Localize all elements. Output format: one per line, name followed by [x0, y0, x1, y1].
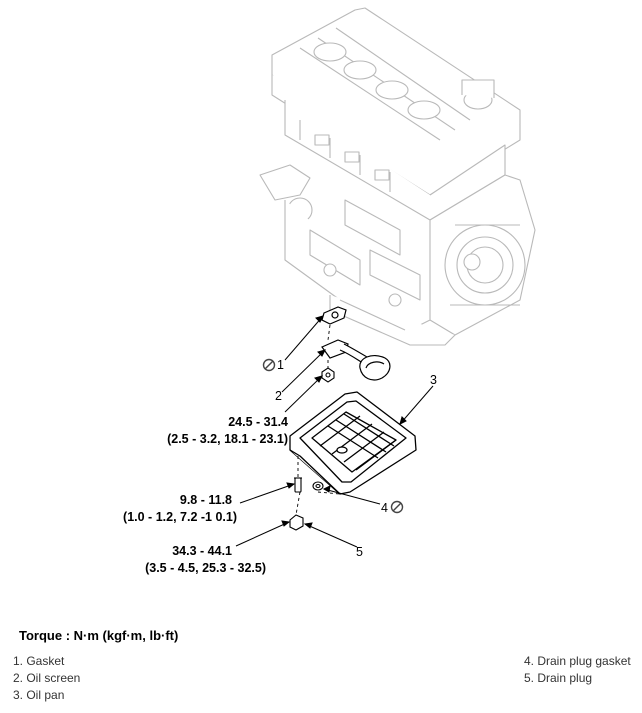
do-not-reuse-icon	[390, 500, 404, 514]
small-bolt-part	[294, 477, 302, 493]
gasket-part	[321, 306, 347, 325]
legend-item: 3. Oil pan	[13, 688, 65, 702]
engine-block-illustration	[259, 7, 536, 346]
callout-2: 2	[275, 389, 282, 403]
torque-oil-pan-line2: (2.5 - 3.2, 18.1 - 23.1)	[167, 432, 288, 446]
torque-oil-pan-line1: 24.5 - 31.4	[228, 415, 288, 429]
callout-5: 5	[356, 545, 363, 559]
legend-item: 5. Drain plug	[524, 671, 593, 685]
callout-3: 3	[430, 373, 437, 387]
do-not-reuse-icon	[262, 358, 276, 372]
legend-item: 2. Oil screen	[13, 671, 81, 685]
parts-legend-left: 1. Gasket 2. Oil screen 3. Oil pan	[13, 653, 80, 704]
leader-lines	[235, 315, 434, 548]
parts-legend-right: 4. Drain plug gasket 5. Drain plug	[524, 653, 631, 687]
callout-1: 1	[277, 358, 284, 372]
callout-4: 4	[381, 501, 388, 515]
oil-screen-part	[321, 339, 391, 381]
torque-drain-plug-line1: 34.3 - 44.1	[172, 544, 232, 558]
drain-plug-part	[289, 514, 304, 531]
legend-item: 1. Gasket	[13, 654, 65, 668]
torque-small-bolt-line1: 9.8 - 11.8	[180, 493, 232, 507]
torque-small-bolt-line2: (1.0 - 1.2, 7.2 -1 0.1)	[123, 510, 237, 524]
screen-bolt-part	[321, 367, 335, 383]
torque-drain-plug-line2: (3.5 - 4.5, 25.3 - 32.5)	[145, 561, 266, 575]
legend-item: 4. Drain plug gasket	[524, 654, 631, 668]
drain-plug-gasket-part	[312, 481, 324, 491]
assembly-dashed-lines	[295, 324, 341, 516]
torque-units-title: Torque : N·m (kgf·m, lb·ft)	[19, 628, 179, 643]
oil-pan-part	[289, 391, 417, 495]
exploded-parts-diagram: 1 2 3 4 5 24.5 - 31.4 (2.5 - 3.2, 18.1 -…	[123, 7, 536, 575]
